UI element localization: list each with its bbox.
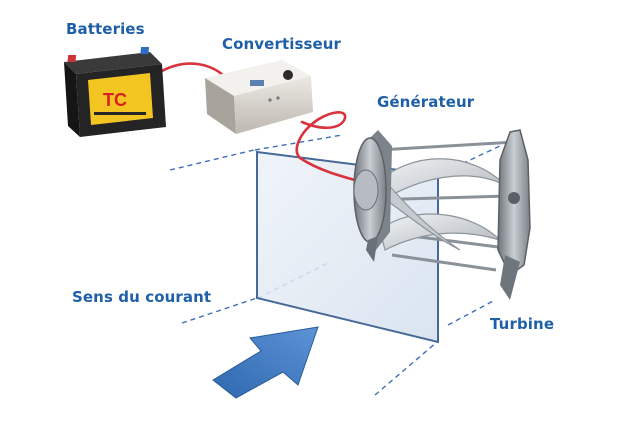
battery-brand: TC: [103, 90, 127, 110]
battery-icon: TC: [64, 47, 166, 137]
label-turbine: Turbine: [490, 315, 555, 333]
label-sens-du-courant: Sens du courant: [72, 288, 212, 306]
flow-arrow-icon: [212, 326, 319, 399]
turbine-assembly: [353, 129, 531, 300]
generator-icon: [353, 130, 392, 262]
turbine-icon: [497, 129, 531, 300]
converter-box-icon: [205, 60, 313, 134]
label-generateur: Générateur: [377, 93, 475, 111]
label-convertisseur: Convertisseur: [222, 35, 342, 53]
label-batteries: Batteries: [66, 20, 145, 38]
